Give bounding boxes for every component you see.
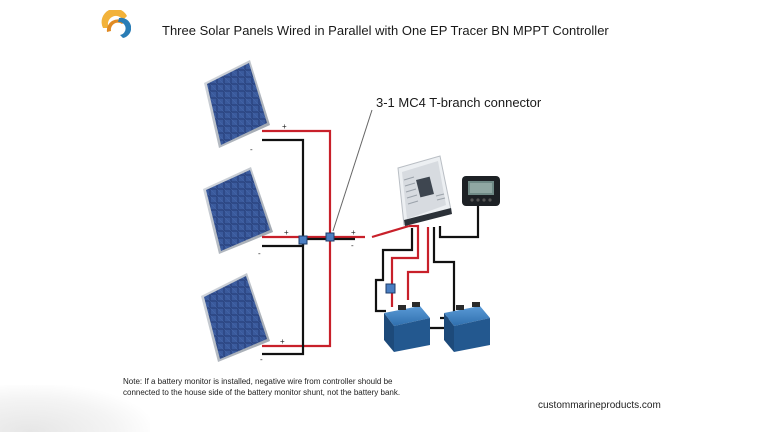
solar-panel-1 [204, 60, 270, 148]
panel-2-negative-marker: - [258, 249, 261, 258]
company-logo [101, 10, 131, 38]
panel-2-positive-marker: + [284, 228, 289, 237]
panel-3-negative-marker: - [260, 355, 263, 364]
t-branch-positive [325, 232, 335, 242]
panel-1-negative-marker: - [250, 145, 253, 154]
t-branch-negative [298, 235, 308, 245]
fuse-holder [385, 283, 396, 294]
battery-1 [384, 302, 430, 352]
battery-monitor-note: Note: If a battery monitor is installed,… [123, 377, 401, 397]
remote-meter-display [462, 176, 500, 206]
negative-wires [262, 138, 480, 356]
panel-3-positive-marker: + [280, 337, 285, 346]
controller-positive-marker: + [351, 228, 356, 237]
background-shadow [0, 385, 150, 432]
solar-panel-3 [201, 273, 270, 362]
solar-panel-2 [203, 167, 273, 254]
website-url: custommarineproducts.com [538, 400, 661, 411]
battery-2 [444, 302, 490, 352]
controller-negative-marker: - [351, 241, 354, 250]
connector-label: 3-1 MC4 T-branch connector [376, 95, 542, 110]
page-title: Three Solar Panels Wired in Parallel wit… [162, 23, 609, 38]
connector-pointer-line [332, 109, 373, 232]
mppt-charge-controller [397, 155, 452, 226]
panel-1-positive-marker: + [282, 122, 287, 131]
